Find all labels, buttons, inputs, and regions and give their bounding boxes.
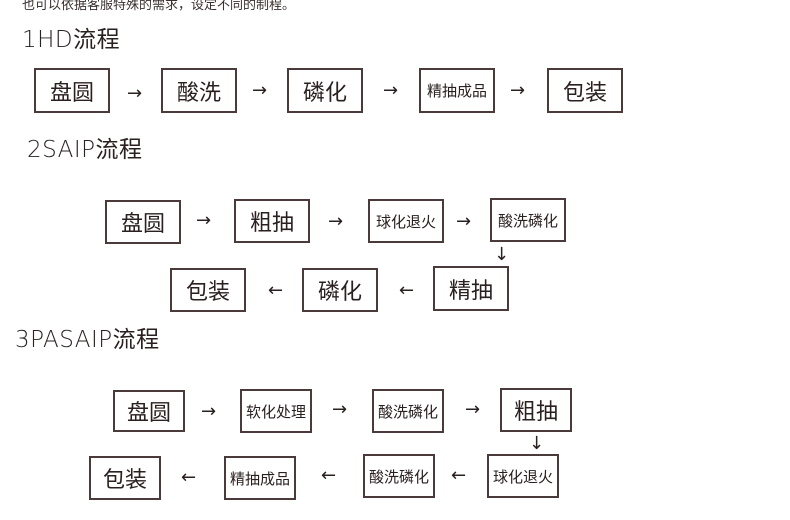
flow3-arrow-right-icon: → <box>332 399 348 420</box>
flow2-step-spheroidize-anneal: 球化退火 <box>368 199 444 243</box>
flow3-step-pickle-phosphate: 酸洗磷化 <box>372 389 444 433</box>
flow2-step-rough-drawing: 粗抽 <box>234 199 310 243</box>
flow3-step-rough-drawing: 粗抽 <box>500 388 572 432</box>
intro-text: 也可以依据客服特殊的需求，设定不同的制程。 <box>22 0 296 13</box>
flow3-step-pickle-phosphate-2: 酸洗磷化 <box>363 454 435 498</box>
flow1-step-pickling: 酸洗 <box>161 68 237 113</box>
flow1-step-finish-drawing: 精抽成品 <box>419 68 495 113</box>
flow2-arrow-left-icon: ← <box>268 280 284 301</box>
flow2-arrow-right-icon: → <box>196 210 212 231</box>
flow2-arrow-down-icon: ↓ <box>494 244 510 265</box>
flow1-arrow-right-icon: → <box>383 80 399 101</box>
flow1-step-phosphating: 磷化 <box>287 68 363 113</box>
flow2-arrow-right-icon: → <box>328 211 344 232</box>
flow3-title: 3PASAIP流程 <box>15 327 160 353</box>
flow3-step-packaging: 包装 <box>89 456 161 500</box>
flow1-arrow-right-icon: → <box>252 80 268 101</box>
flow2-step-finish-drawing: 精抽 <box>433 266 509 311</box>
flow1-arrow-right-icon: → <box>127 83 143 104</box>
flow3-step-finish-drawing: 精抽成品 <box>224 456 296 500</box>
flow3-arrow-left-icon: ← <box>451 465 467 486</box>
flow2-arrow-left-icon: ← <box>399 280 415 301</box>
flow3-arrow-down-icon: ↓ <box>529 433 545 454</box>
flow2-arrow-right-icon: → <box>456 211 472 232</box>
flow3-arrow-right-icon: → <box>465 399 481 420</box>
flow1-step-coil: 盘圆 <box>34 68 110 113</box>
flow3-step-coil: 盘圆 <box>113 390 185 432</box>
flow2-step-phosphating: 磷化 <box>302 268 378 312</box>
flow3-arrow-right-icon: → <box>201 401 217 422</box>
flow1-arrow-right-icon: → <box>510 80 526 101</box>
flow2-step-coil: 盘圆 <box>105 200 181 244</box>
flow2-step-pickle-phosphate: 酸洗磷化 <box>490 198 566 242</box>
flow1-step-packaging: 包装 <box>547 68 623 113</box>
flow3-arrow-left-icon: ← <box>181 467 197 488</box>
flow3-step-spheroidize-anneal: 球化退火 <box>487 454 559 498</box>
flow3-step-softening: 软化处理 <box>240 389 312 433</box>
flow2-title: 2SAIP流程 <box>27 137 143 163</box>
flow1-title: 1HD流程 <box>22 27 121 53</box>
flow3-arrow-left-icon: ← <box>321 465 337 486</box>
flow2-step-packaging: 包装 <box>170 268 246 312</box>
